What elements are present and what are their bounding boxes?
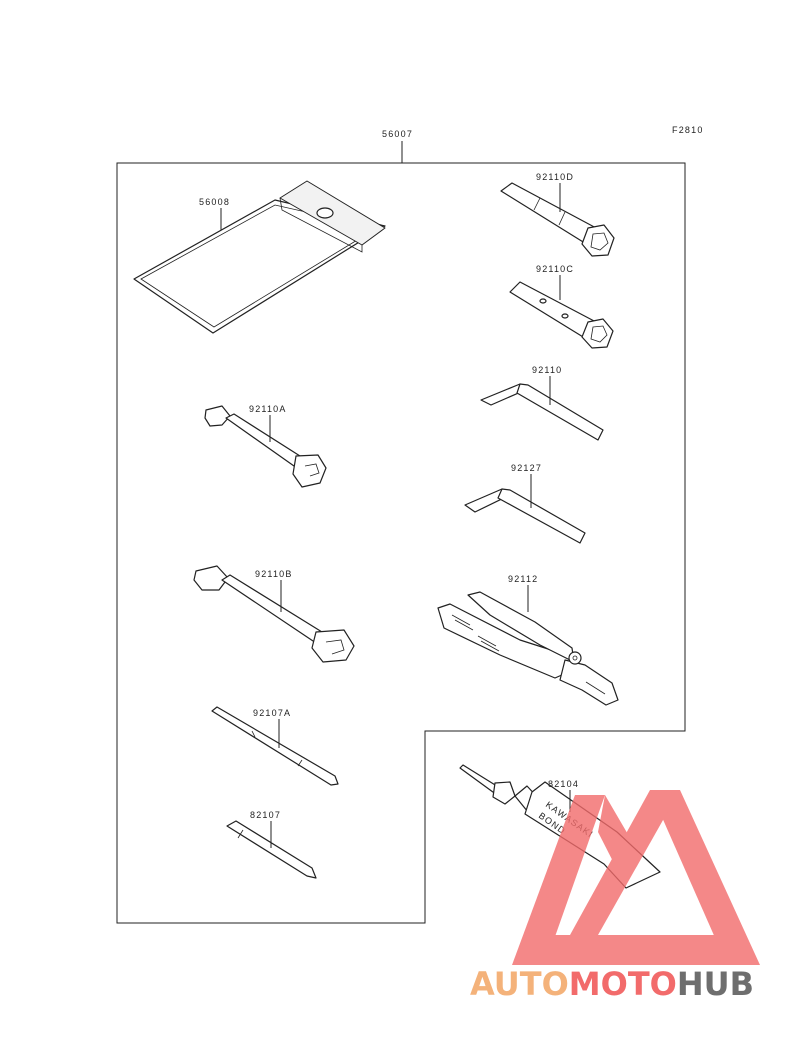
figure-code: F2810 [672, 125, 704, 135]
watermark-hub: HUB [677, 965, 754, 1003]
label-92110: 92110 [532, 365, 562, 375]
label-92110B: 92110B [255, 569, 293, 579]
hex-key-92110 [480, 383, 604, 441]
tool-pouch [133, 180, 386, 334]
watermark-text: AUTOMOTOHUB [470, 965, 754, 1003]
hex-key-92127 [464, 488, 586, 544]
label-92110C: 92110C [536, 264, 574, 274]
label-92110D: 92110D [536, 172, 574, 182]
label-92112: 92112 [508, 574, 538, 584]
label-92107A: 92107A [253, 708, 291, 718]
label-56008: 56008 [199, 197, 230, 207]
box-wrench-92110C [509, 281, 614, 349]
box-wrench-92110D [500, 182, 615, 257]
assembly-part-label: 56007 [382, 129, 413, 139]
screwdriver-bit-82107 [226, 820, 317, 879]
label-82107: 82107 [250, 810, 281, 820]
kit-border [116, 162, 686, 924]
watermark-moto: MOTO [569, 965, 677, 1003]
pliers-92112 [437, 591, 619, 706]
open-end-wrench-92110A [204, 405, 327, 488]
label-92110A: 92110A [249, 404, 287, 414]
open-end-wrench-92110B [193, 565, 355, 663]
watermark-logo [512, 790, 760, 965]
watermark-auto: AUTO [470, 965, 569, 1003]
screwdriver-shaft-92107A [211, 706, 339, 786]
label-92127: 92127 [511, 463, 542, 473]
label-82104: 82104 [548, 779, 579, 789]
